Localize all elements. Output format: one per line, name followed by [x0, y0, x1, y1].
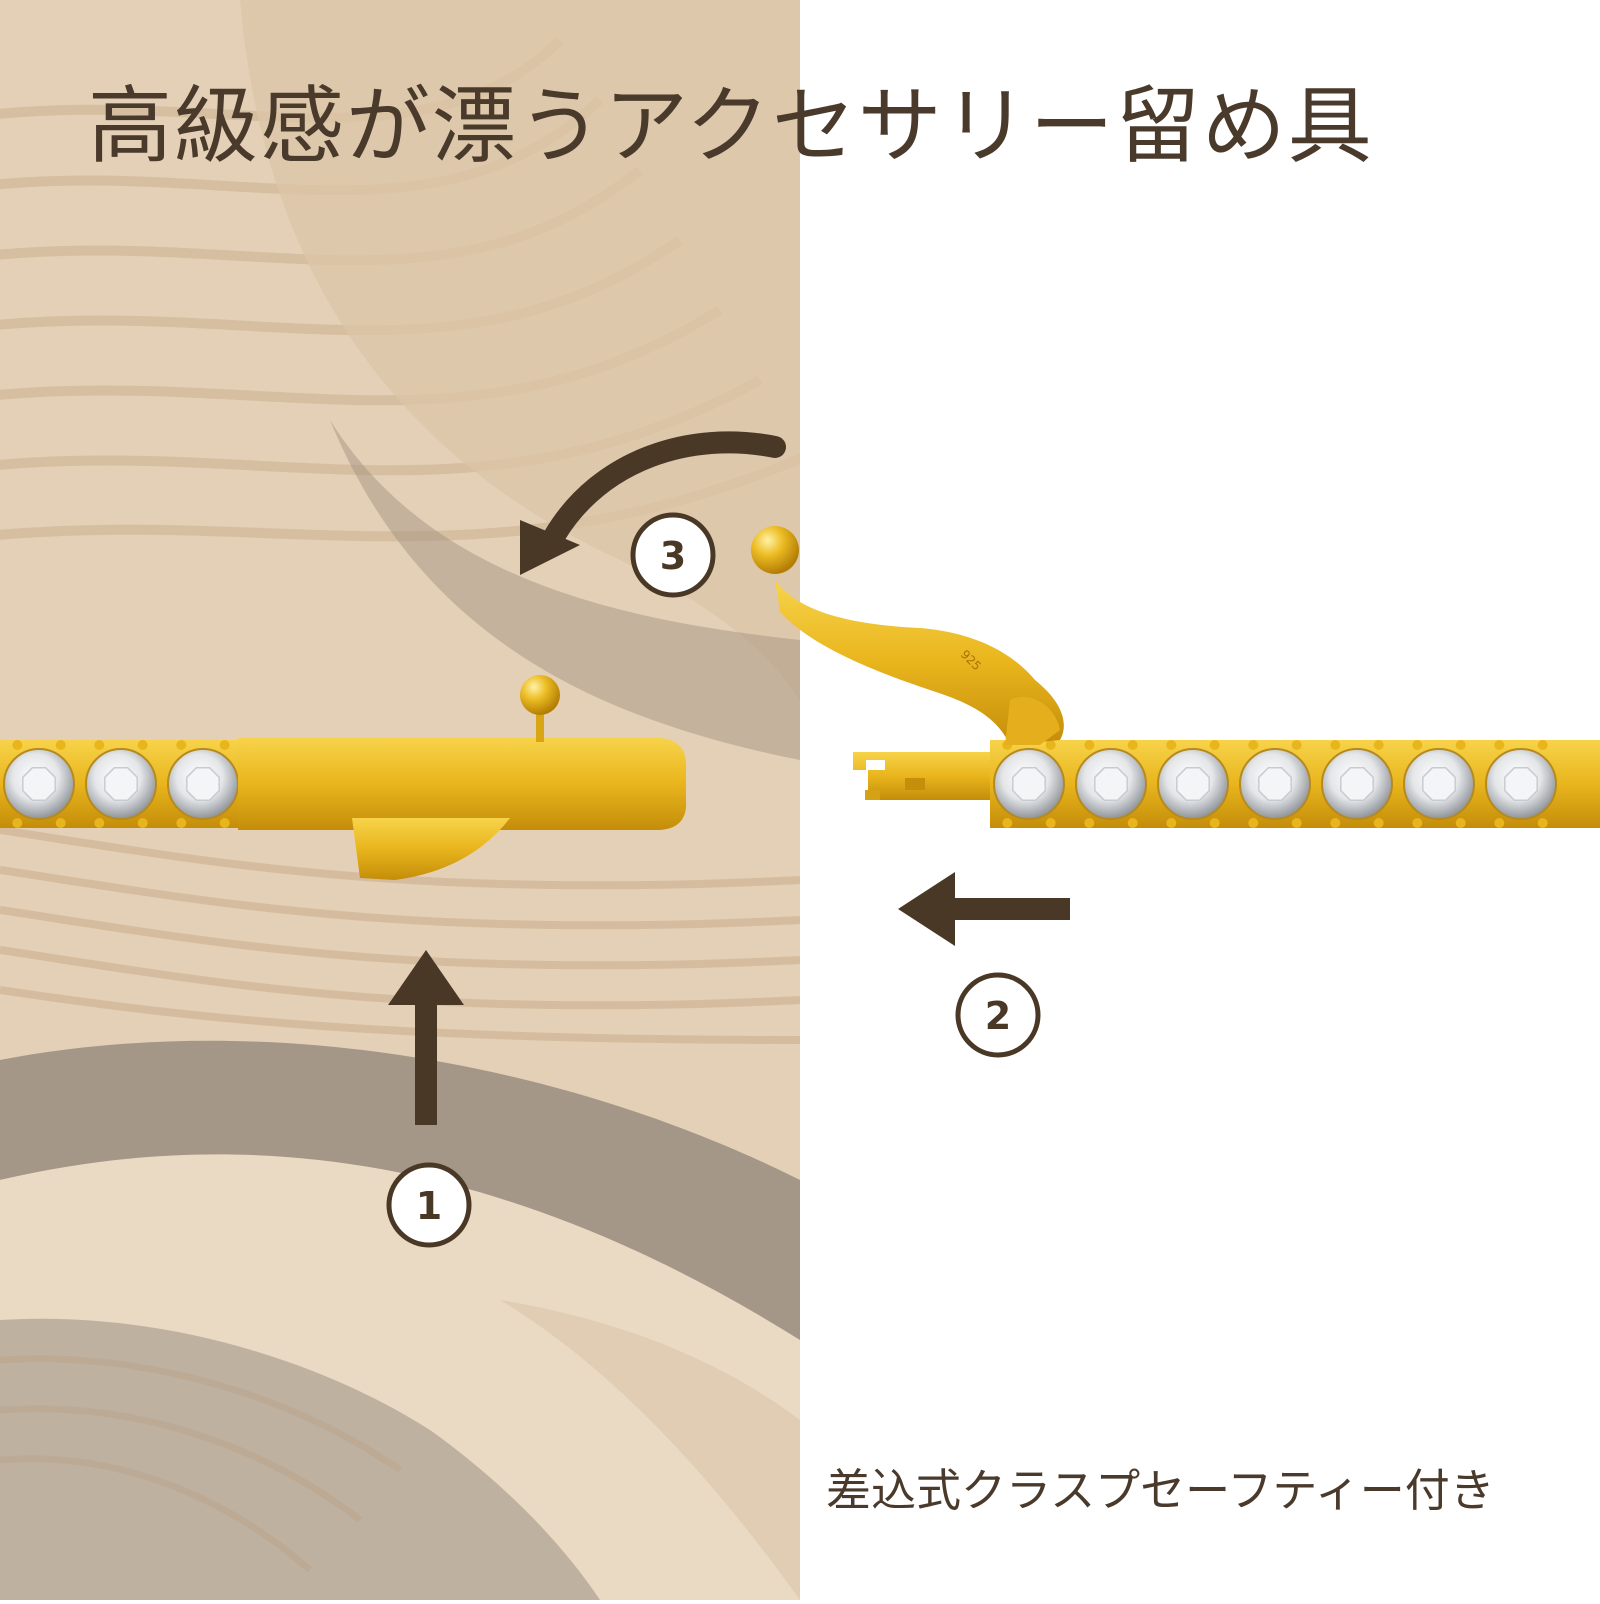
step-badge-1: 1 [386, 1162, 472, 1248]
step-number-2: 2 [985, 994, 1011, 1038]
stone [167, 740, 239, 828]
stone [1157, 740, 1229, 828]
safety-latch: 925 [751, 526, 1064, 745]
bracelet-right [990, 740, 1600, 828]
page-subtitle: 差込式クラスプセーフティー付き [826, 1464, 1495, 1517]
arrow-up [388, 950, 464, 1125]
clasp-box [238, 675, 687, 880]
stone [1403, 740, 1475, 828]
stone [1239, 740, 1311, 828]
stone [1075, 740, 1147, 828]
arrow-curve-left [520, 431, 786, 575]
clasp-tongue [853, 752, 990, 800]
step-number-1: 1 [416, 1184, 442, 1228]
stone [993, 740, 1065, 828]
stone [1485, 740, 1557, 828]
stone [3, 740, 75, 828]
page-title: 高級感が漂うアクセサリー留め具 [88, 77, 1374, 175]
arrow-left [898, 872, 1070, 946]
step-badge-3: 3 [630, 512, 716, 598]
stone [1321, 740, 1393, 828]
step-number-3: 3 [660, 534, 686, 578]
stone [85, 740, 157, 828]
step-badge-2: 2 [955, 972, 1041, 1058]
